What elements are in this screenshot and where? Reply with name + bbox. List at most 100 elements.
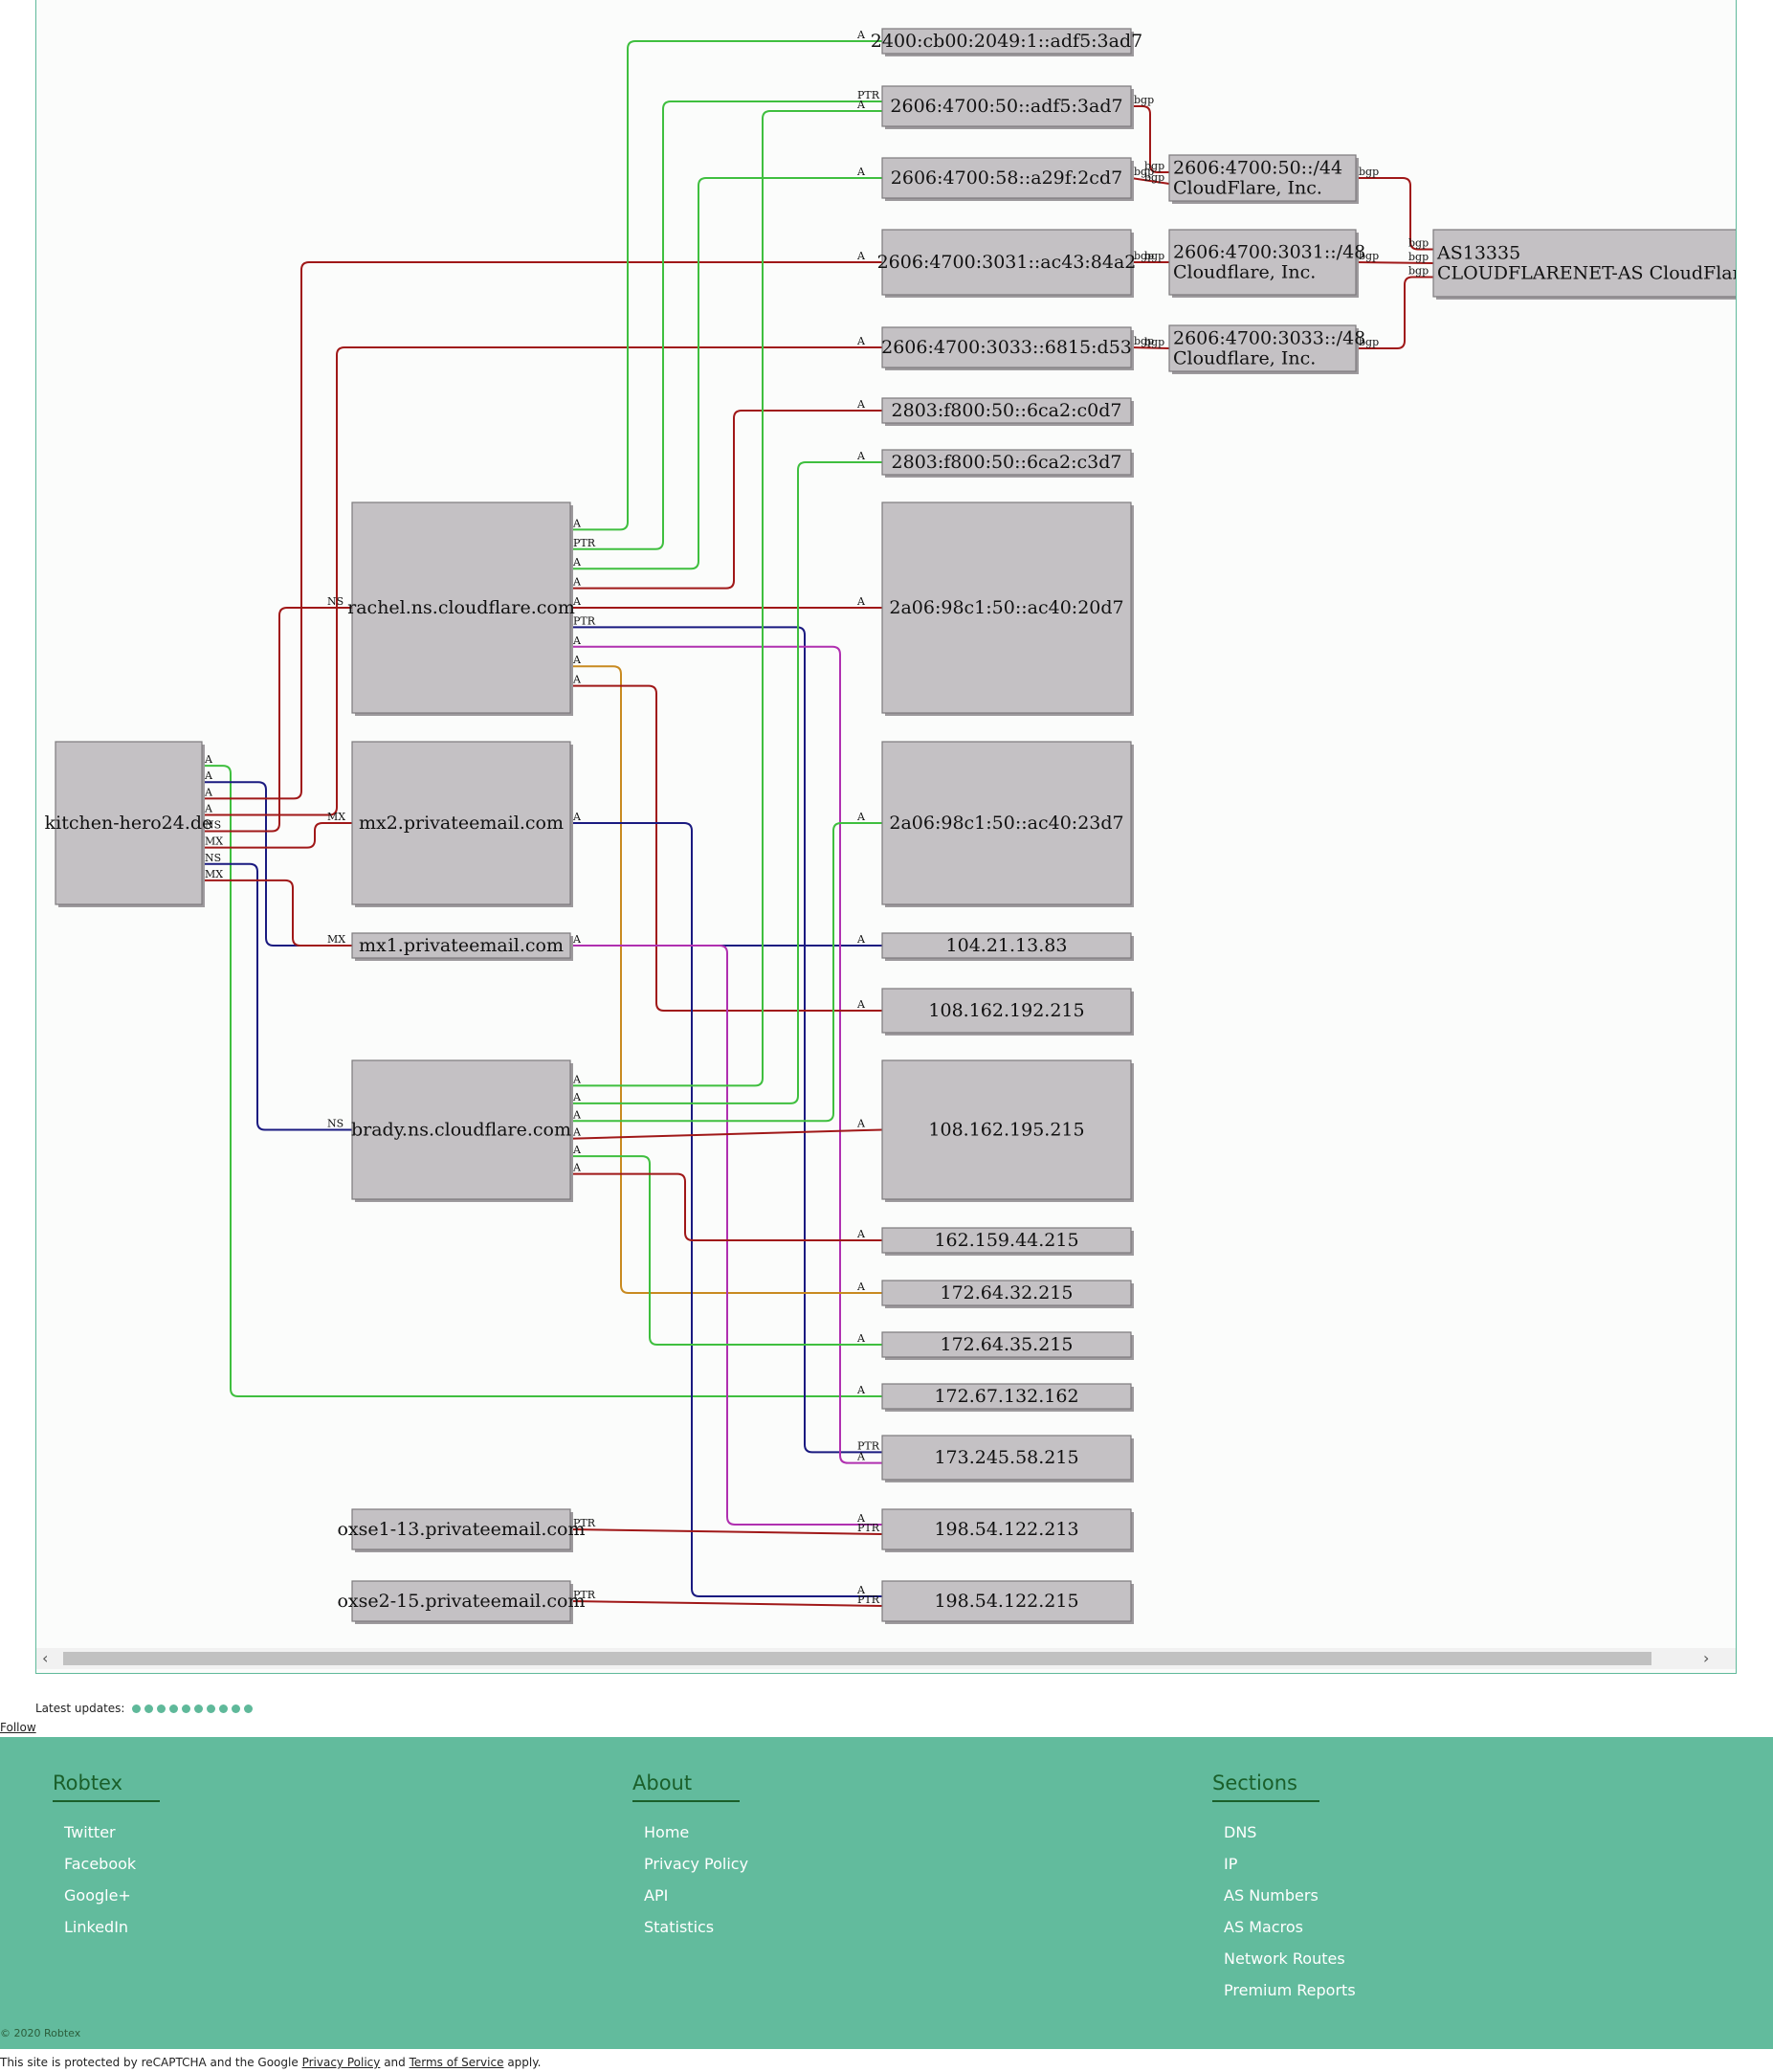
update-dot[interactable] (219, 1704, 229, 1713)
edge-kitchen-rachel (202, 607, 352, 833)
update-dot[interactable] (244, 1704, 254, 1713)
footer-link-twitter[interactable]: Twitter (64, 1823, 116, 1841)
node-oxse215[interactable]: oxse2-15.privateemail.com (337, 1580, 586, 1624)
footer-link-premium-reports[interactable]: Premium Reports (1224, 1981, 1356, 1999)
edge-label-source: A (572, 654, 582, 666)
update-dot[interactable] (194, 1704, 204, 1713)
edge-label-source: A (572, 635, 582, 647)
update-dot[interactable] (157, 1704, 166, 1713)
edge-label-target: A (856, 99, 866, 111)
edge-label-target: A (856, 1332, 866, 1345)
footer-link-ip[interactable]: IP (1224, 1855, 1238, 1873)
edge-label-source: bgp (1359, 250, 1379, 262)
edge-oxse215-ip19 (569, 1600, 883, 1607)
node-ip3[interactable]: 2606:4700:58::a29f:2cd7 (881, 157, 1134, 201)
node-ip16[interactable]: 172.67.132.162 (881, 1383, 1134, 1412)
node-mx2[interactable]: mx2.privateemail.com (351, 741, 573, 907)
copyright: © 2020 Robtex (0, 2027, 81, 2039)
footer-link-linkedin[interactable]: LinkedIn (64, 1918, 129, 1936)
edge-label-target: A (856, 998, 866, 1011)
edge-label-source: A (572, 576, 582, 589)
edge-label-target: A (856, 1228, 866, 1240)
node-ip8[interactable]: 2a06:98c1:50::ac40:20d7 (881, 501, 1134, 716)
edge-label-target: PTR (857, 1439, 880, 1452)
node-label: 2606:4700:50::/44 (1173, 158, 1342, 179)
footer-link-privacy[interactable]: Privacy Policy (644, 1855, 749, 1873)
node-ip2[interactable]: 2606:4700:50::adf5:3ad7 (881, 85, 1134, 129)
edge-label-source: A (204, 786, 213, 798)
edge-label-source: NS (205, 819, 221, 832)
update-dot[interactable] (182, 1704, 191, 1713)
edge-label-source: PTR (573, 537, 596, 549)
node-brady[interactable]: brady.ns.cloudflare.com (351, 1059, 573, 1202)
update-dots[interactable] (132, 1702, 256, 1715)
node-label: 2606:4700:3033::/48 (1173, 328, 1365, 349)
node-label: oxse1-13.privateemail.com (337, 1519, 585, 1540)
footer-link-as-numbers[interactable]: AS Numbers (1224, 1886, 1319, 1905)
node-ip1[interactable]: 2400:cb00:2049:1::adf5:3ad7 (871, 28, 1142, 56)
node-ip7[interactable]: 2803:f800:50::6ca2:c3d7 (881, 449, 1134, 478)
node-ip10[interactable]: 104.21.13.83 (881, 932, 1134, 961)
edge-label-target: MX (327, 811, 345, 823)
node-label: 2606:4700:58::a29f:2cd7 (891, 167, 1122, 189)
recaptcha-privacy-link[interactable]: Privacy Policy (301, 2056, 381, 2069)
node-label: 172.67.132.162 (934, 1386, 1078, 1407)
update-dot[interactable] (207, 1704, 216, 1713)
node-ip19[interactable]: 198.54.122.215 (881, 1580, 1134, 1624)
edge-label-source: A (572, 1091, 582, 1103)
node-label: 2606:4700:3033::6815:d53 (881, 337, 1132, 358)
node-ip15[interactable]: 172.64.35.215 (881, 1331, 1134, 1360)
node-mx1[interactable]: mx1.privateemail.com (351, 932, 573, 961)
node-rachel[interactable]: rachel.ns.cloudflare.com (347, 501, 575, 716)
node-ip6[interactable]: 2803:f800:50::6ca2:c0d7 (881, 397, 1134, 426)
node-ip12[interactable]: 108.162.195.215 (881, 1059, 1134, 1202)
horizontal-scrollbar[interactable]: ‹ › (36, 1648, 1736, 1669)
edge-rachel-ip1 (570, 40, 882, 531)
node-ip14[interactable]: 172.64.32.215 (881, 1280, 1134, 1308)
edge-label-target: bgp (1144, 336, 1164, 348)
edge-label-source: NS (205, 852, 221, 864)
footer-link-as-macros[interactable]: AS Macros (1224, 1918, 1303, 1936)
node-label: 198.54.122.215 (934, 1591, 1078, 1612)
edge-label-source: PTR (573, 1517, 596, 1529)
update-dot[interactable] (132, 1704, 142, 1713)
scrollbar-thumb[interactable] (63, 1652, 1651, 1665)
footer-link-statistics[interactable]: Statistics (644, 1918, 715, 1936)
node-label: 173.245.58.215 (934, 1447, 1078, 1468)
edge-label-target: A (856, 450, 866, 462)
node-kitchen[interactable]: kitchen-hero24.de (45, 741, 213, 907)
update-dot[interactable] (169, 1704, 179, 1713)
node-ip18[interactable]: 198.54.122.213 (881, 1508, 1134, 1552)
recaptcha-terms-link[interactable]: Terms of Service (409, 2056, 504, 2069)
node-label: oxse2-15.privateemail.com (337, 1591, 585, 1612)
node-ip17[interactable]: 173.245.58.215 (881, 1435, 1134, 1482)
footer-link-api[interactable]: API (644, 1886, 669, 1905)
footer-link-dns[interactable]: DNS (1224, 1823, 1257, 1841)
node-ip4[interactable]: 2606:4700:3031::ac43:84a2 (877, 229, 1137, 298)
update-dot[interactable] (232, 1704, 241, 1713)
follow-link[interactable]: Follow (0, 1721, 36, 1734)
footer-link-googleplus[interactable]: Google+ (64, 1886, 131, 1905)
node-ip11[interactable]: 108.162.192.215 (881, 988, 1134, 1036)
footer-link-network-routes[interactable]: Network Routes (1224, 1949, 1345, 1968)
edge-label-source: A (204, 769, 213, 782)
scroll-right-icon[interactable]: › (1703, 1649, 1710, 1667)
edge-rachel-ip2 (570, 100, 882, 550)
footer-link-home[interactable]: Home (644, 1823, 690, 1841)
node-ip5[interactable]: 2606:4700:3033::6815:d53 (881, 326, 1134, 370)
scroll-left-icon[interactable]: ‹ (42, 1649, 49, 1667)
footer-link-facebook[interactable]: Facebook (64, 1855, 137, 1873)
edge-label-target: A (856, 250, 866, 262)
node-label: brady.ns.cloudflare.com (351, 1120, 571, 1141)
node-ip9[interactable]: 2a06:98c1:50::ac40:23d7 (881, 741, 1134, 907)
edge-brady-ip12 (569, 1128, 883, 1140)
node-ip13[interactable]: 162.159.44.215 (881, 1227, 1134, 1256)
update-dot[interactable] (144, 1704, 154, 1713)
node-oxse113[interactable]: oxse1-13.privateemail.com (337, 1508, 586, 1552)
